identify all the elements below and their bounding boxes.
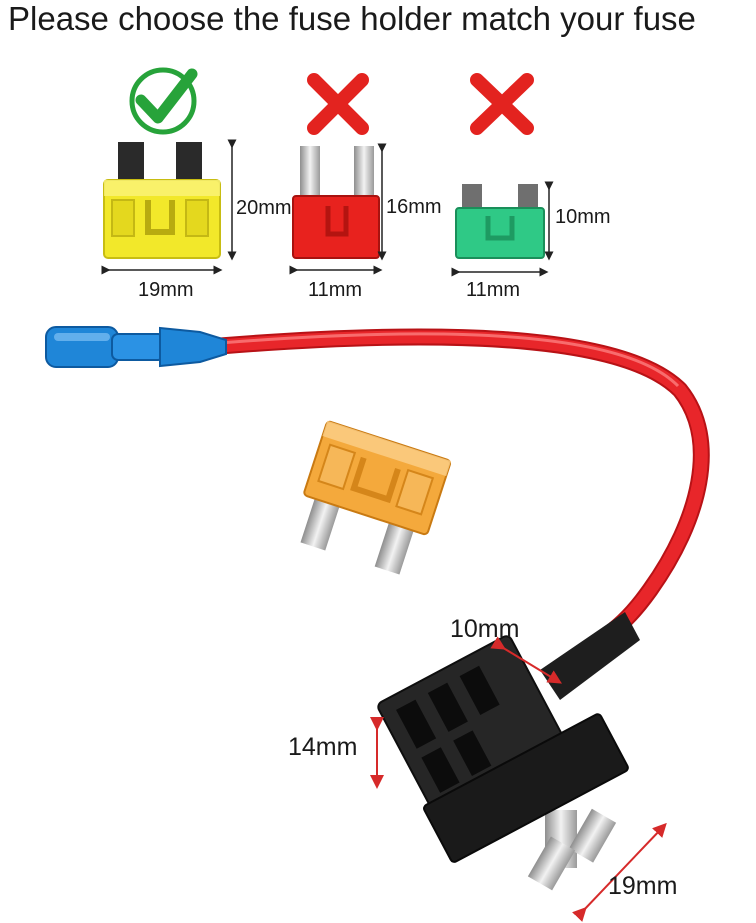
dimension-arrow xyxy=(370,636,667,922)
low-profile-fuse-width-label: 11mm xyxy=(466,279,521,301)
check-icon xyxy=(129,67,198,135)
cross-icon xyxy=(470,73,534,135)
mini-fuse-width-label: 11mm xyxy=(308,279,363,301)
dimension-arrow xyxy=(451,181,554,277)
standard-fuse-width-label: 19mm xyxy=(138,279,194,301)
dimension-arrow xyxy=(101,139,237,275)
butt-connector xyxy=(45,326,227,368)
mini-fuse xyxy=(292,146,380,259)
page-title: Please choose the fuse holder match your… xyxy=(8,0,696,37)
cross-icon xyxy=(307,73,369,135)
mini-fuse-height-label: 16mm xyxy=(386,196,442,218)
low-profile-fuse-height-label: 10mm xyxy=(555,206,611,228)
holder-blade-label: 19mm xyxy=(608,872,678,900)
low-profile-mini-fuse xyxy=(455,184,545,259)
spare-fuse xyxy=(300,420,452,575)
dimension-arrow xyxy=(289,143,387,275)
standard-fuse xyxy=(103,142,221,259)
standard-fuse-height-label: 20mm xyxy=(236,197,292,219)
holder-width-label: 10mm xyxy=(450,615,520,643)
holder-depth-label: 14mm xyxy=(288,733,358,761)
red-wire xyxy=(211,328,710,649)
